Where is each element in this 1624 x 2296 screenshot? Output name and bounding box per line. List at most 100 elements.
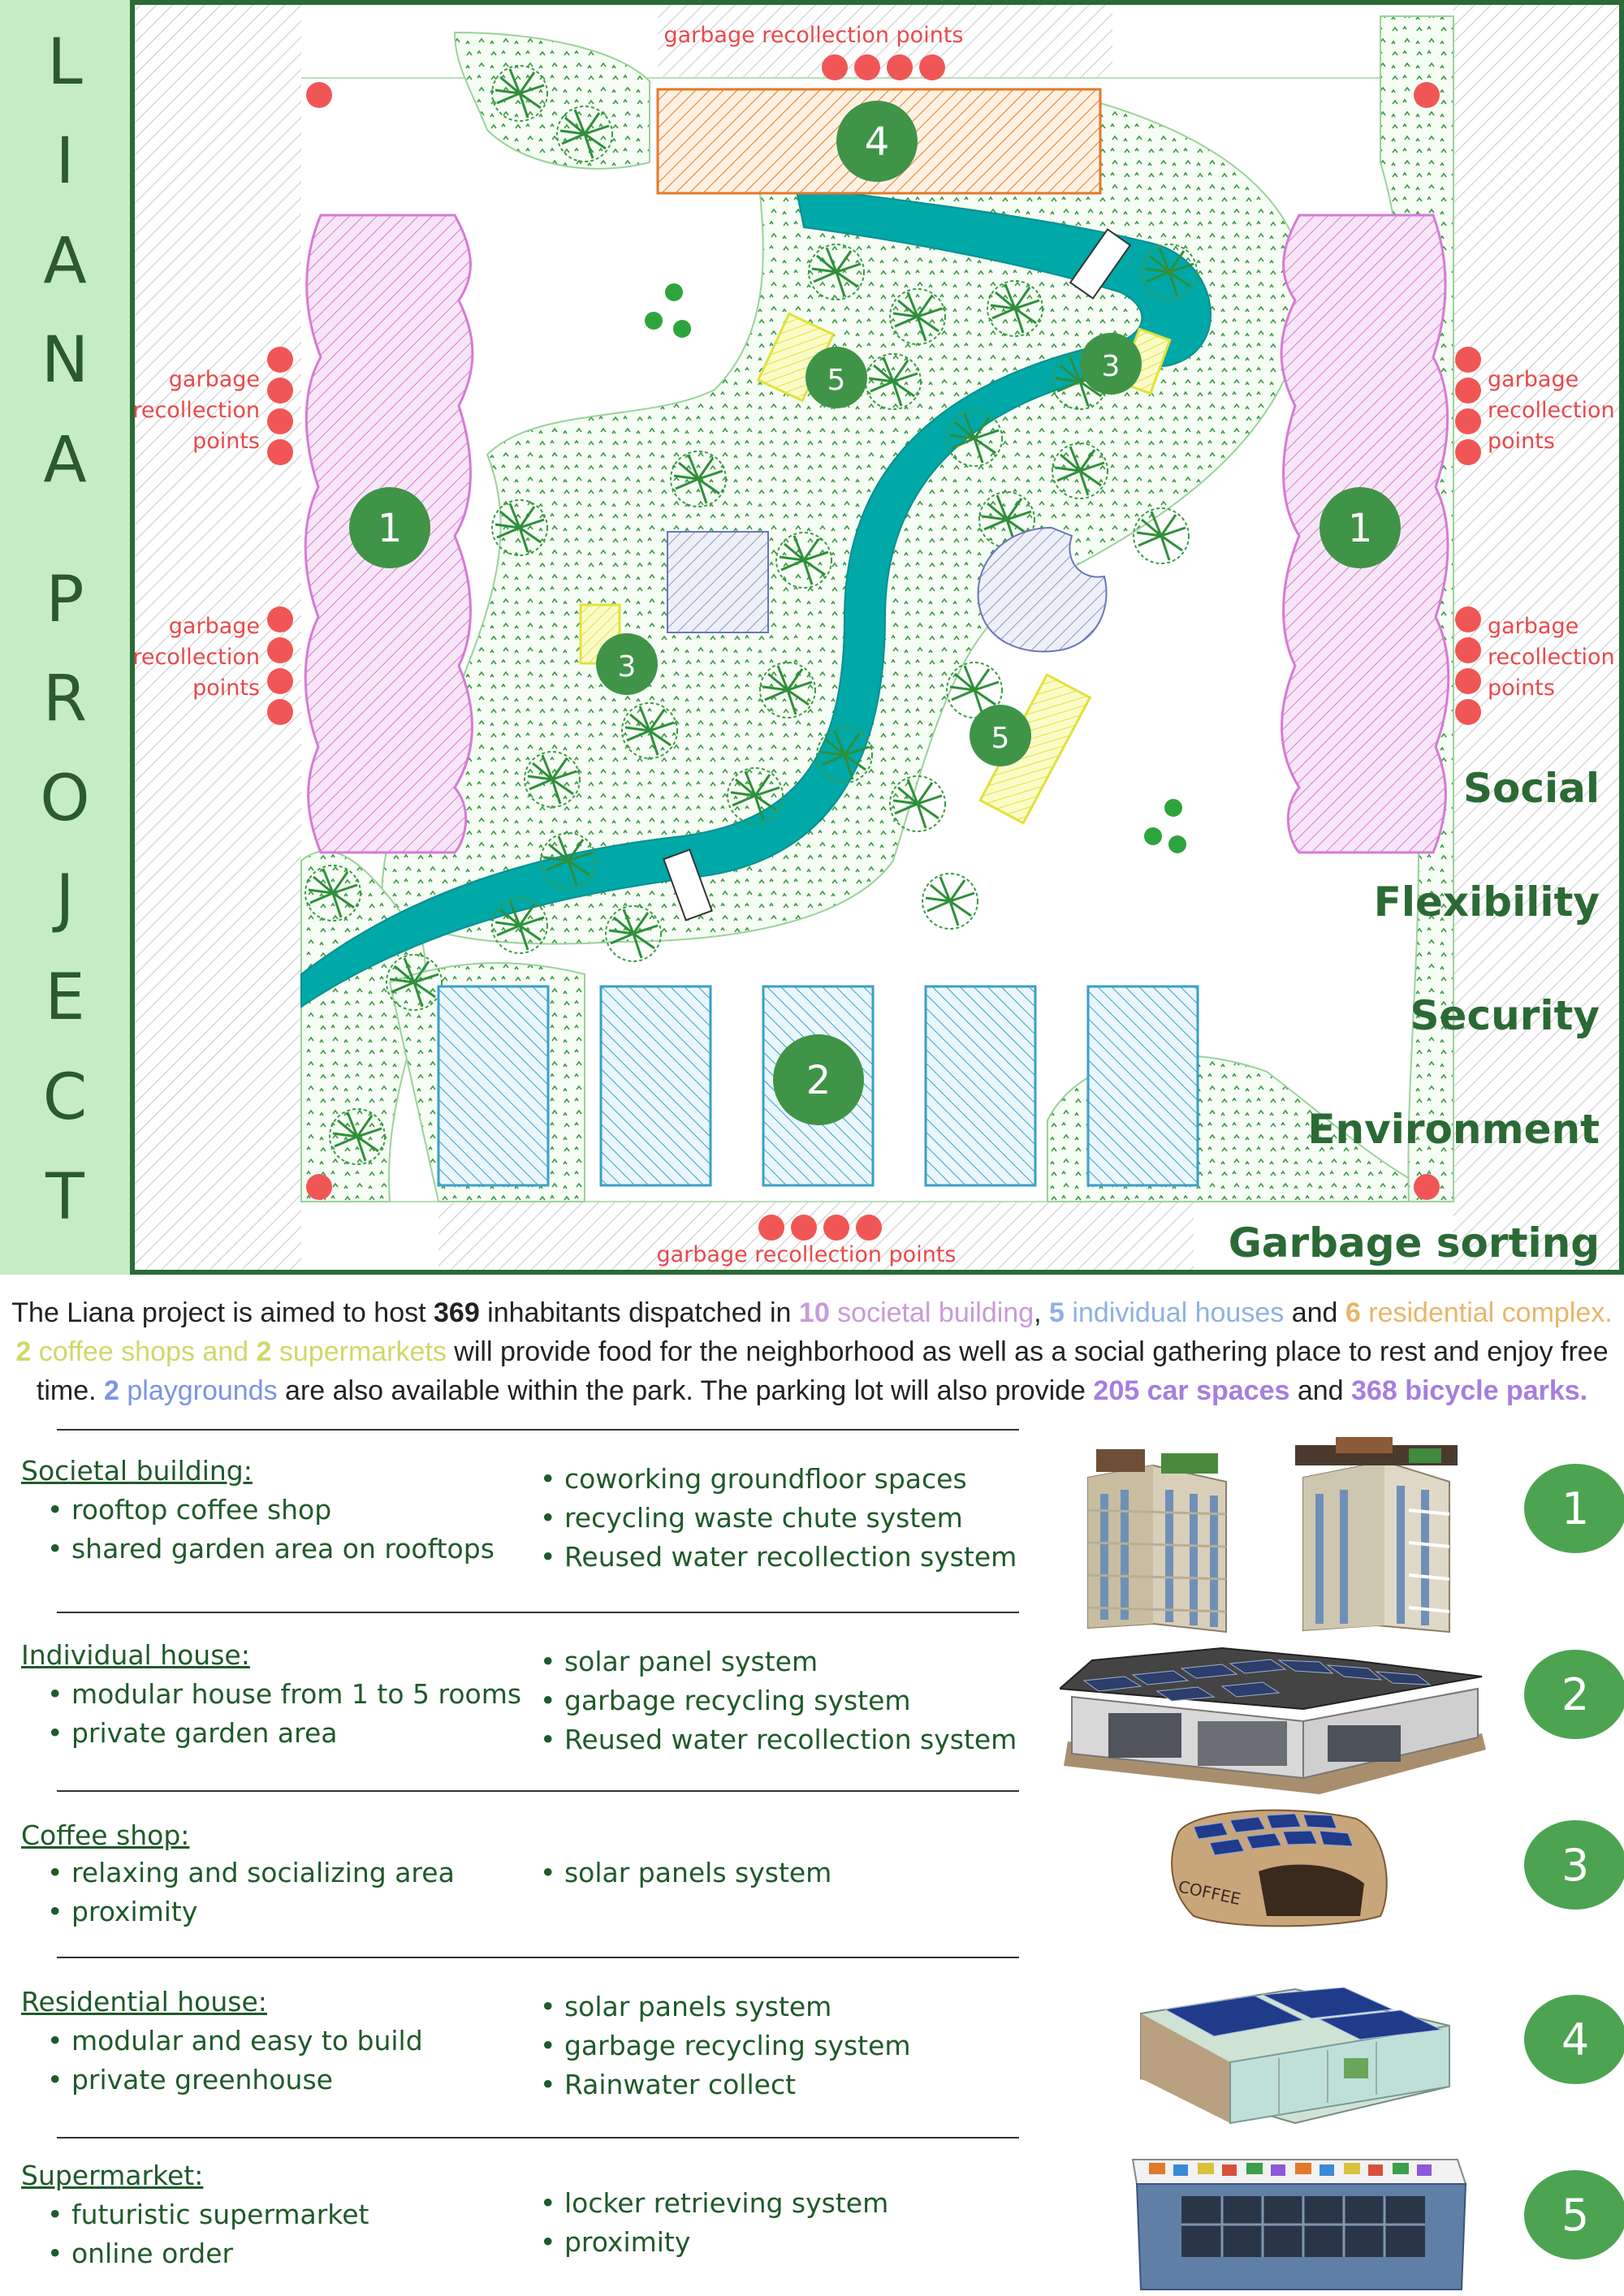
garbage-label-line: garbage <box>169 614 260 639</box>
title-letter: T <box>45 1161 84 1234</box>
section-divider <box>57 1790 1019 1792</box>
super-count: 2 <box>256 1336 272 1367</box>
feature-item: • solar panels system <box>540 1991 832 2022</box>
number-badge: 4 <box>1524 1995 1624 2084</box>
feature-item: • modular house from 1 to 5 rooms <box>47 1678 522 1710</box>
garbage-label-line: garbage <box>169 367 260 392</box>
zone-number-4: 4 <box>865 119 890 165</box>
title-letter: P <box>45 563 84 637</box>
zone-number-2: 2 <box>806 1058 831 1103</box>
title-letter: E <box>45 961 85 1034</box>
intro-paragraph: The Liana project is aimed to host 369 i… <box>0 1293 1624 1410</box>
site-plan: garbage recollection points garbage reco… <box>130 0 1624 1275</box>
number-badge: 3 <box>1524 1820 1624 1910</box>
feature-item: • garbage recycling system <box>540 1685 911 1716</box>
garbage-label-line: points <box>192 675 260 701</box>
feature-item: • futuristic supermarket <box>47 2199 369 2230</box>
zone-number-5: 5 <box>827 364 846 397</box>
playground-count: 2 <box>104 1375 119 1406</box>
garbage-label-line: points <box>1488 675 1555 701</box>
coffee-count: 2 <box>15 1336 32 1367</box>
number-badge: 1 <box>1524 1464 1624 1553</box>
feature-item: • recycling waste chute system <box>540 1502 963 1534</box>
coffee-shop-illustration: COFFEE <box>1171 1809 1388 1927</box>
title-letter: I <box>55 125 75 198</box>
section-divider <box>57 2137 1019 2138</box>
garbage-label-line: recollection <box>1488 398 1615 423</box>
zone-number-3: 3 <box>1102 350 1121 383</box>
section-divider <box>57 1957 1019 1958</box>
residential-count: 6 <box>1345 1297 1361 1328</box>
intro-text: , <box>1034 1297 1050 1328</box>
value-label: Environment <box>1307 1106 1600 1153</box>
section-title: Supermarket: <box>21 2160 204 2191</box>
number-badge: 2 <box>1524 1650 1624 1739</box>
societal-building-illustration <box>1087 1437 1458 1634</box>
feature-item: • Reused water recollection system <box>540 1724 1017 1755</box>
section-title: Residential house: <box>21 1986 267 2018</box>
title-letter: C <box>42 1061 88 1134</box>
zone-number-1: 1 <box>378 506 403 551</box>
section-divider <box>57 1429 1019 1431</box>
supermarket-illustration <box>1131 2159 1467 2290</box>
garbage-label-line: points <box>1488 429 1555 454</box>
section-title: Coffee shop: <box>21 1819 190 1851</box>
section-title: Societal building: <box>21 1455 253 1487</box>
feature-item: • shared garden area on rooftops <box>47 1533 495 1564</box>
playground-text: playgrounds <box>119 1375 278 1406</box>
feature-item: • coworking groundfloor spaces <box>540 1463 967 1495</box>
intro-text: inhabitants dispatched in <box>479 1297 799 1328</box>
section-divider <box>57 1612 1019 1613</box>
individual-house-illustration <box>1060 1646 1486 1794</box>
coffee-text: coffee shops and <box>31 1336 257 1367</box>
title-letter: A <box>43 225 87 298</box>
feature-item: • relaxing and socializing area <box>47 1857 455 1888</box>
garbage-label-line: garbage <box>1488 614 1579 639</box>
section-title: Individual house: <box>21 1639 250 1671</box>
bicycle-parks: 368 bicycle parks. <box>1351 1375 1588 1406</box>
feature-item: • modular and easy to build <box>47 2025 423 2056</box>
feature-item: • online order <box>47 2238 234 2269</box>
title-letter: O <box>40 762 90 835</box>
residential-house-illustration <box>1140 1987 1450 2125</box>
societal-text: societal building <box>829 1297 1034 1328</box>
car-spaces: 205 car spaces <box>1093 1375 1290 1406</box>
title-letter: A <box>43 424 87 497</box>
value-label: Garbage sorting <box>1229 1219 1600 1267</box>
intro-text: and <box>1289 1375 1352 1406</box>
title-letter: L <box>47 26 83 99</box>
value-label: Security <box>1410 992 1600 1039</box>
residential-text: residential complex. <box>1360 1297 1613 1328</box>
value-label: Flexibility <box>1374 878 1600 926</box>
value-label: Social <box>1463 765 1600 812</box>
title-letter: J <box>55 862 75 935</box>
zone-number-3: 3 <box>618 650 637 684</box>
super-text: supermarkets <box>271 1336 447 1367</box>
zone-number-1: 1 <box>1348 506 1373 551</box>
feature-item: • garbage recycling system <box>540 2030 911 2061</box>
feature-item: • proximity <box>540 2226 691 2258</box>
societal-count: 10 <box>798 1297 830 1328</box>
feature-item: • Rainwater collect <box>540 2069 797 2100</box>
intro-text: The Liana project is aimed to host <box>11 1297 434 1328</box>
zone-number-5: 5 <box>991 722 1010 755</box>
intro-text: will provide food for the neighborhood a… <box>36 1336 1609 1406</box>
feature-item: • private garden area <box>47 1717 338 1749</box>
title-sidebar: L I A N A P R O J E C T <box>0 0 130 1275</box>
intro-text: are also available within the park. The … <box>277 1375 1094 1406</box>
garbage-label-line: points <box>192 429 260 454</box>
feature-item: • proximity <box>47 1896 198 1927</box>
inhabitants-count: 369 <box>434 1297 480 1328</box>
feature-item: • locker retrieving system <box>540 2187 889 2219</box>
feature-item: • solar panels system <box>540 1857 832 1888</box>
individual-text: individual houses <box>1064 1297 1285 1328</box>
intro-text: and <box>1284 1297 1345 1328</box>
garbage-label-top: garbage recollection points <box>664 23 964 48</box>
feature-item: • rooftop coffee shop <box>47 1494 332 1526</box>
number-badge: 5 <box>1524 2170 1624 2259</box>
title-letter: N <box>41 324 89 397</box>
feature-item: • Reused water recollection system <box>540 1541 1017 1573</box>
garbage-label-line: recollection <box>132 398 260 423</box>
garbage-label-line: recollection <box>1488 645 1615 670</box>
title-letter: R <box>42 662 88 736</box>
